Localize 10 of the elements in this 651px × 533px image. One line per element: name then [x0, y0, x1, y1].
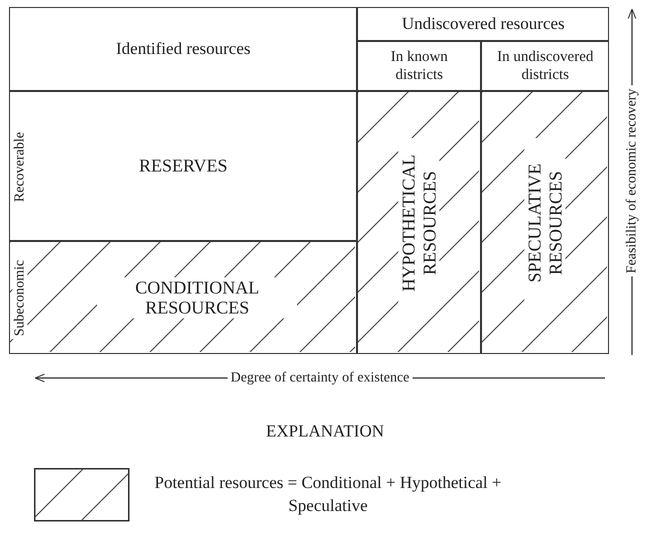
- category-cell: [9, 91, 358, 242]
- cell-text: SPECULATIVE RESOURCES: [524, 138, 566, 308]
- column-header: [357, 7, 610, 42]
- legend-text: Potential resources = Conditional + Hypothetical + Speculative: [154, 472, 502, 517]
- column-header: [9, 7, 358, 92]
- cell-text: CONDITIONAL RESOURCES: [97, 277, 298, 318]
- column-header: [357, 41, 482, 92]
- axis-label: Degree of certainty of existence: [228, 370, 412, 386]
- column-header: [481, 41, 610, 92]
- axis-label: Feasibility of economic recovery: [624, 86, 640, 276]
